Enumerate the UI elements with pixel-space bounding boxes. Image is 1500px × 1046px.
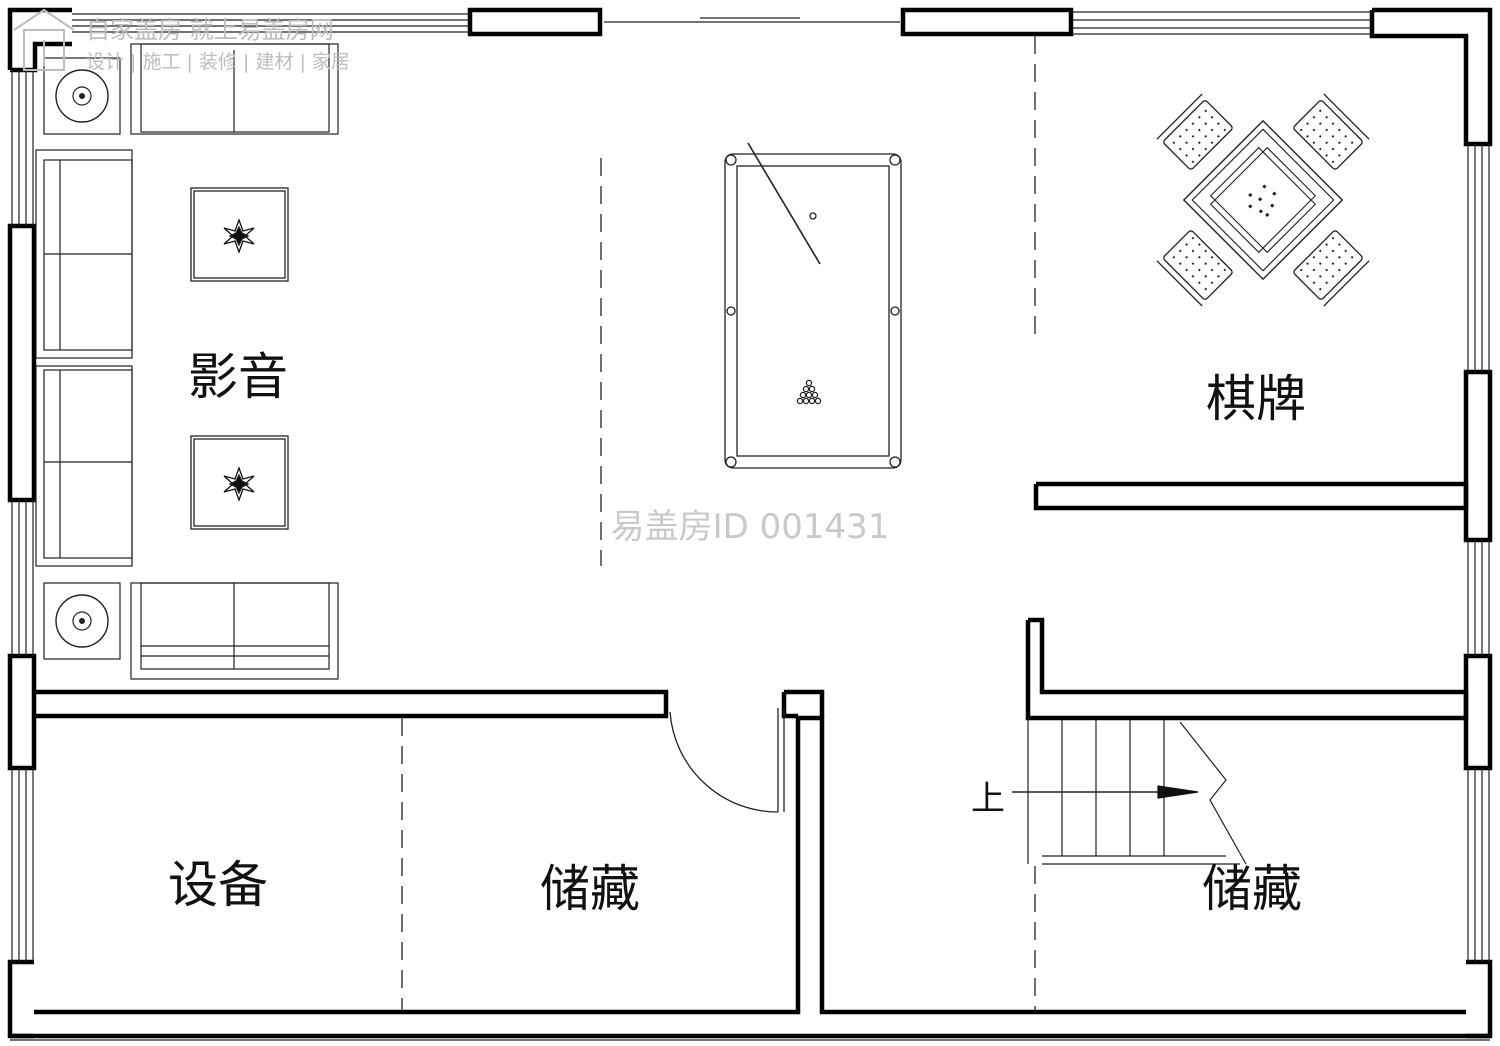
room-label-av: 影音 (188, 348, 288, 406)
zone-dividers (401, 36, 1036, 1010)
walls (7, 7, 1493, 1039)
watermark-top-line: 自家盖房 就上易盖房网 (86, 16, 334, 44)
side-tables (190, 187, 289, 530)
room-label-equipment: 设备 (168, 856, 268, 914)
ball-rack (796, 379, 822, 405)
staircase (1012, 718, 1247, 865)
watermark-logo (13, 8, 75, 71)
stair-up-label: 上 (971, 779, 1005, 819)
room-label-storage-left: 储藏 (540, 860, 640, 918)
room-label-storage-right: 储藏 (1202, 860, 1302, 918)
watermark-center: 易盖房ID 001431 (611, 507, 890, 547)
sofa-set (35, 43, 339, 680)
windows (10, 11, 1490, 1041)
door (669, 708, 785, 813)
watermark-bottom-line: 设计 | 施工 | 装修 | 建材 | 家居 (86, 51, 350, 73)
billiard-table (724, 142, 902, 469)
room-labels: 影音 棋牌 设备 储藏 储藏 上 (168, 348, 1306, 918)
mahjong-table (1156, 93, 1370, 307)
room-label-chess: 棋牌 (1206, 370, 1306, 428)
